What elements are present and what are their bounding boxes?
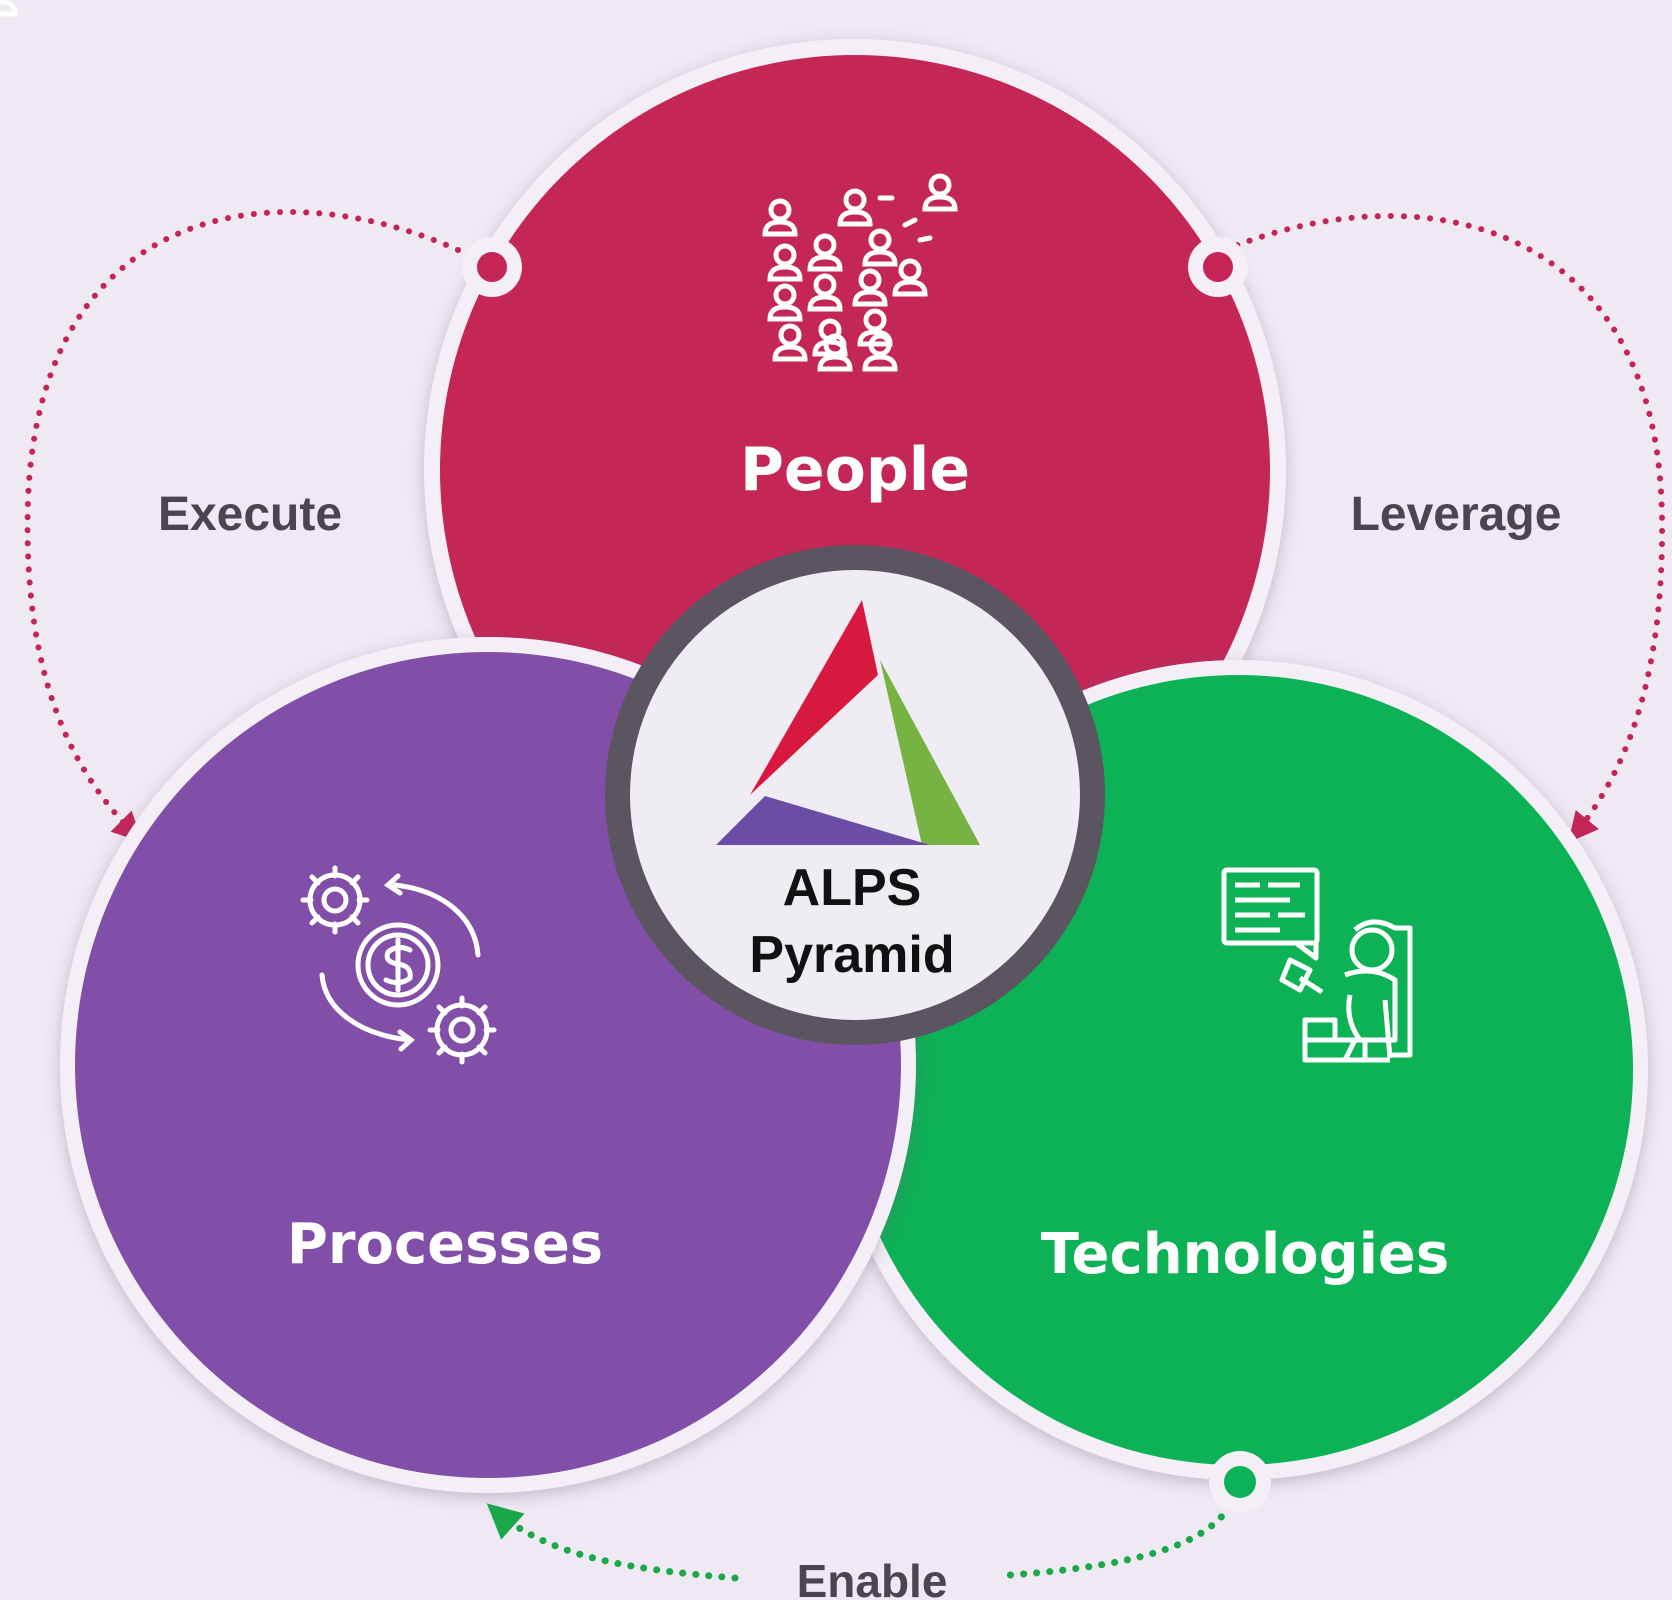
technologies-label: Technologies bbox=[1041, 1222, 1449, 1287]
cycle-arrow-top bbox=[392, 882, 481, 958]
alps-pyramid-logo bbox=[716, 600, 980, 845]
logo-purple-shard bbox=[716, 796, 930, 845]
enable-label: Enable bbox=[797, 1555, 948, 1600]
people-label: People bbox=[740, 435, 970, 505]
logo-red-shard bbox=[750, 600, 878, 795]
screen-icon bbox=[1221, 867, 1320, 946]
enable-flow-arrow-left bbox=[486, 1503, 739, 1582]
execute-connector-node bbox=[462, 237, 522, 297]
developer-at-screen-icon bbox=[1221, 867, 1413, 1063]
leverage-connector-node bbox=[1188, 237, 1248, 297]
execute-label: Execute bbox=[158, 488, 342, 541]
leverage-flow-arrow bbox=[1222, 213, 1666, 843]
execute-flow-arrow bbox=[24, 209, 461, 843]
center-title-line2: Pyramid bbox=[749, 926, 954, 984]
center-title-line1: ALPS bbox=[783, 859, 922, 917]
processes-label: Processes bbox=[287, 1212, 603, 1277]
cycle-arrow-bottom bbox=[319, 972, 413, 1043]
dollar-icon bbox=[355, 922, 441, 1008]
center-disc bbox=[605, 545, 1105, 1045]
logo-green-shard bbox=[880, 660, 980, 845]
enable-flow-arrow-right bbox=[1006, 1478, 1242, 1579]
enable-connector-node bbox=[1209, 1451, 1271, 1513]
gears-dollar-cycle-icon bbox=[300, 865, 497, 1065]
people-group-icon bbox=[0, 0, 955, 369]
gear-icon bbox=[300, 865, 370, 935]
gear-icon bbox=[427, 995, 497, 1065]
leverage-label: Leverage bbox=[1351, 488, 1562, 541]
